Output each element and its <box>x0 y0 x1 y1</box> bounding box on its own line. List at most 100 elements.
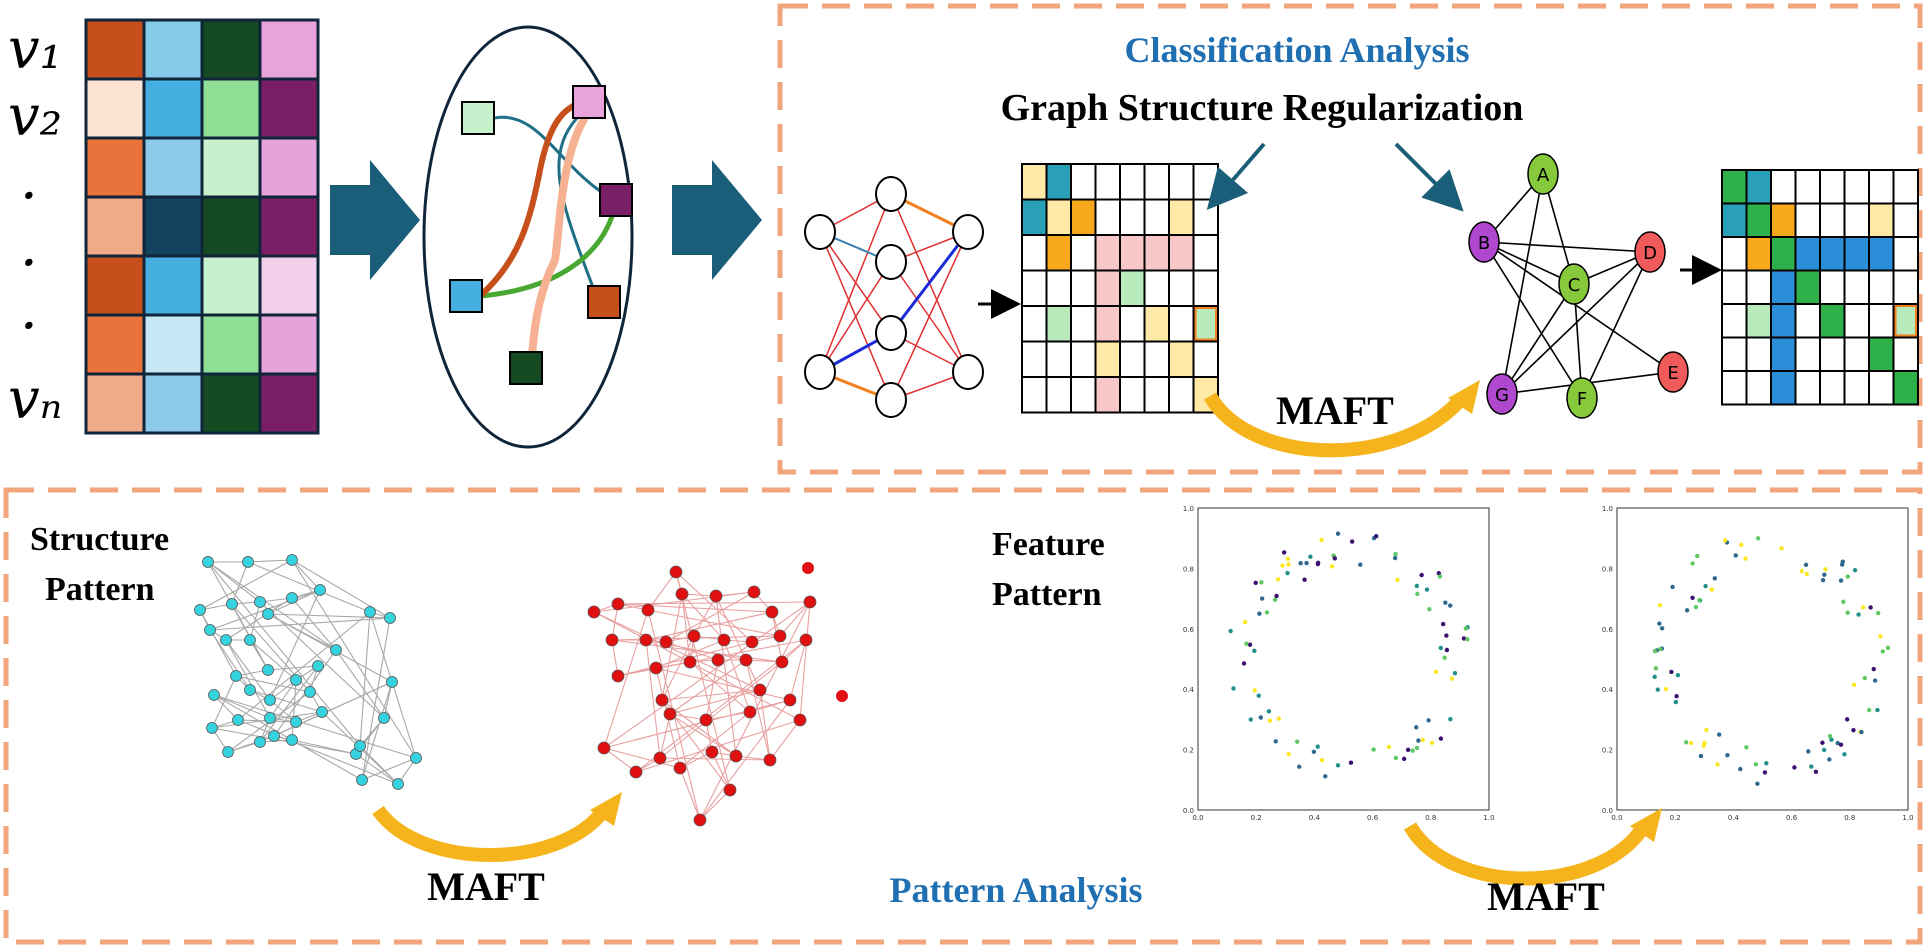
scatter-point <box>1674 694 1679 699</box>
network-node <box>773 629 787 643</box>
feature-cell <box>200 195 262 258</box>
scatter-point <box>1652 648 1658 654</box>
scatter-point <box>1405 747 1411 753</box>
network-node <box>364 606 376 618</box>
network-node <box>304 686 316 698</box>
adjacency-cell <box>1721 202 1748 238</box>
adjacency-cell <box>1745 370 1772 406</box>
scatter-point <box>1712 576 1717 581</box>
network-node <box>611 597 625 611</box>
network-node <box>356 774 368 786</box>
scatter-point <box>1414 725 1419 730</box>
adjacency-cell <box>1819 370 1846 406</box>
network-node <box>254 596 266 608</box>
adjacency-cell <box>1070 198 1097 236</box>
scatter-point <box>1690 595 1695 601</box>
adjacency-cell <box>1794 370 1821 406</box>
adjacency-cell <box>1745 236 1772 272</box>
scatter-point <box>1358 562 1363 567</box>
network-node <box>655 693 669 707</box>
feature-matrix <box>84 18 320 435</box>
scatter-point <box>1319 758 1325 763</box>
scatter-x-tick: 0.0 <box>1611 814 1622 822</box>
scatter-point <box>1840 559 1845 564</box>
scatter-point <box>1725 752 1730 758</box>
scatter-point <box>1693 604 1699 610</box>
network-node <box>653 751 667 765</box>
scatter-x-tick: 0.0 <box>1192 814 1203 822</box>
feature-cell <box>200 372 262 435</box>
feature-cell <box>200 136 262 199</box>
adjacency-cell <box>1843 303 1870 339</box>
network-node <box>204 624 216 636</box>
adjacency-cell <box>1843 370 1870 406</box>
adjacency-cell <box>1843 169 1870 205</box>
adjacency-cell <box>1770 236 1797 272</box>
scatter-point <box>1442 655 1447 660</box>
scatter-point <box>1822 572 1827 577</box>
network-node <box>290 716 302 728</box>
scatter-y-tick: 0.4 <box>1183 686 1195 694</box>
adjacency-cell <box>1868 236 1895 272</box>
adjacency-cell <box>1868 336 1895 372</box>
graph-node-g <box>1486 373 1518 415</box>
flow-arrow-2 <box>672 160 762 280</box>
scatter-point <box>1443 600 1448 605</box>
scatter-point <box>1755 536 1761 541</box>
scatter-point <box>1437 574 1443 579</box>
scatter-point <box>1835 740 1840 746</box>
network-node <box>410 752 422 764</box>
network-node <box>699 713 713 727</box>
adjacency-cell <box>1770 202 1797 238</box>
scatter-point <box>1285 570 1290 576</box>
scatter-point <box>1392 555 1398 561</box>
adjacency-cell <box>1021 376 1048 414</box>
network-node <box>783 693 797 707</box>
scatter-point <box>1841 599 1846 605</box>
graph-node-b <box>1468 221 1500 263</box>
network-node <box>659 635 673 649</box>
feature-cell <box>142 372 204 435</box>
scatter-point <box>1244 641 1249 646</box>
scatter-point <box>1258 715 1264 720</box>
scatter-point <box>1248 717 1254 722</box>
scatter-x-tick: 0.2 <box>1251 814 1262 822</box>
network-node <box>264 694 276 706</box>
scatter-point <box>1438 736 1444 741</box>
network-node <box>705 745 719 759</box>
network-node <box>745 635 759 649</box>
adjacency-cell <box>1168 198 1195 236</box>
scatter-point <box>1427 606 1432 612</box>
network-node <box>639 633 653 647</box>
pattern-analysis-title: Pattern Analysis <box>889 870 1142 910</box>
scatter-point <box>1272 597 1278 602</box>
scatter-point <box>1716 732 1722 737</box>
feature-cell <box>84 136 146 199</box>
adjacency-cell <box>1794 236 1821 272</box>
scatter-point <box>1329 564 1335 569</box>
scatter-point <box>1697 597 1702 603</box>
graph-node-label: C <box>1568 275 1581 296</box>
feature-cell <box>258 195 320 258</box>
adjacency-cell <box>1168 376 1195 414</box>
adjacency-cell <box>1892 236 1919 272</box>
adjacency-cell <box>1143 198 1170 236</box>
adjacency-cell <box>1745 202 1772 238</box>
adjacency-cell <box>1770 169 1797 205</box>
scatter-point <box>1302 577 1307 582</box>
feature-cell <box>258 136 320 199</box>
scatter-point <box>1304 560 1309 566</box>
adjacency-cell <box>1045 340 1072 378</box>
adjacency-cell <box>1021 163 1048 201</box>
scatter-point <box>1414 583 1420 589</box>
adjacency-matrix-after <box>1721 169 1919 406</box>
feature-cell <box>200 313 262 376</box>
adjacency-cell <box>1794 336 1821 372</box>
network-node <box>264 712 276 724</box>
scatter-point <box>1426 718 1431 723</box>
adjacency-cell <box>1143 305 1170 343</box>
scatter-point <box>1806 749 1811 754</box>
adjacency-cell <box>1892 202 1919 238</box>
feature-cell <box>258 18 320 81</box>
